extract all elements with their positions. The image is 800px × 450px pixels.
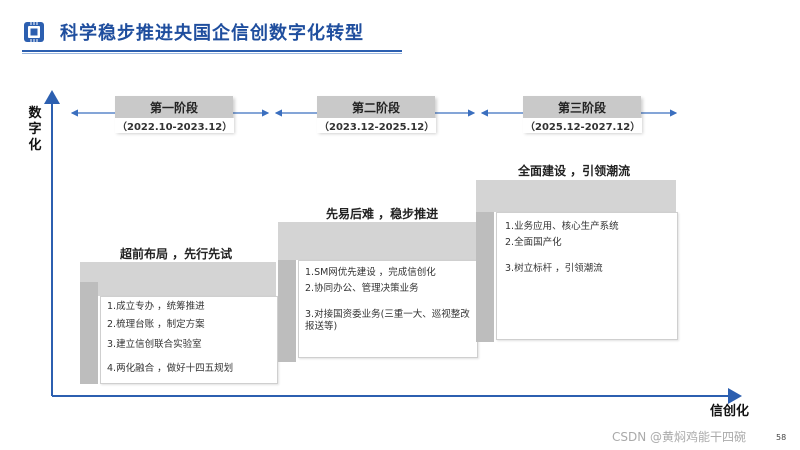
phase-range: （2023.12-2025.12） (317, 118, 437, 133)
stair-card-2: 1.SM网优先建设 ，完成信创化 2.协同办公、管理决策业务 3.对接国资委业务… (298, 260, 478, 358)
stair-ledge-1 (98, 282, 276, 296)
watermark: CSDN @黄焖鸡能干四碗 (612, 430, 747, 444)
chip-icon (24, 22, 44, 42)
x-axis-label: 信创化 (710, 404, 750, 419)
phase-name: 第三阶段 (557, 101, 606, 115)
list-item: 2.梳理台账 ，制定方案 (107, 319, 205, 330)
page-number: 58 (776, 433, 787, 442)
stair-side-2 (278, 260, 296, 362)
stair-side-3 (476, 212, 494, 342)
phase-box-1: 第一阶段 （2022.10-2023.12） (115, 96, 235, 133)
list-item: 1.成立专办 ，统筹推进 (107, 301, 205, 312)
list-item: 1.SM网优先建设 ，完成信创化 (305, 267, 436, 278)
stair-card-3: 1.业务应用、核心生产系统 2.全面国产化 3.树立标杆 ，引领潮流 (496, 212, 678, 340)
list-item: 1.业务应用、核心生产系统 (505, 221, 619, 232)
stair-heading-2: 先易后难 ，稳步推进 (326, 207, 439, 221)
list-item: 4.两化融合 ，做好十四五规划 (107, 363, 234, 374)
list-item: 3.树立标杆 ，引领潮流 (505, 263, 603, 274)
stair-top-1 (80, 262, 276, 282)
stair-heading-3: 全面建设 ，引领潮流 (518, 164, 631, 178)
stair-heading-1: 超前布局 ，先行先试 (120, 247, 233, 261)
stair-top-3 (476, 180, 676, 212)
list-item: 3.建立信创联合实验室 (107, 339, 202, 350)
list-item: 3.对接国资委业务(三重一大、巡视整改报送等) (305, 309, 470, 332)
y-axis-label: 数字化 (28, 106, 42, 153)
page-title: 科学稳步推进央国企信创数字化转型 (60, 23, 364, 44)
list-item: 2.全面国产化 (505, 237, 562, 248)
phase-box-2: 第二阶段 （2023.12-2025.12） (317, 96, 437, 133)
stair-top-2 (278, 222, 476, 260)
header-divider-thin (22, 53, 402, 54)
list-item: 2.协同办公、管理决策业务 (305, 283, 419, 294)
phase-range: （2022.10-2023.12） (115, 118, 235, 133)
stair-card-1: 1.成立专办 ，统筹推进 2.梳理台账 ，制定方案 3.建立信创联合实验室 4.… (100, 296, 278, 384)
phase-name: 第二阶段 (351, 101, 400, 115)
stair-side-1 (80, 282, 98, 384)
phase-range: （2025.12-2027.12） (523, 118, 643, 133)
header-divider (22, 50, 402, 52)
phase-name: 第一阶段 (149, 101, 198, 115)
phase-box-3: 第三阶段 （2025.12-2027.12） (523, 96, 643, 133)
